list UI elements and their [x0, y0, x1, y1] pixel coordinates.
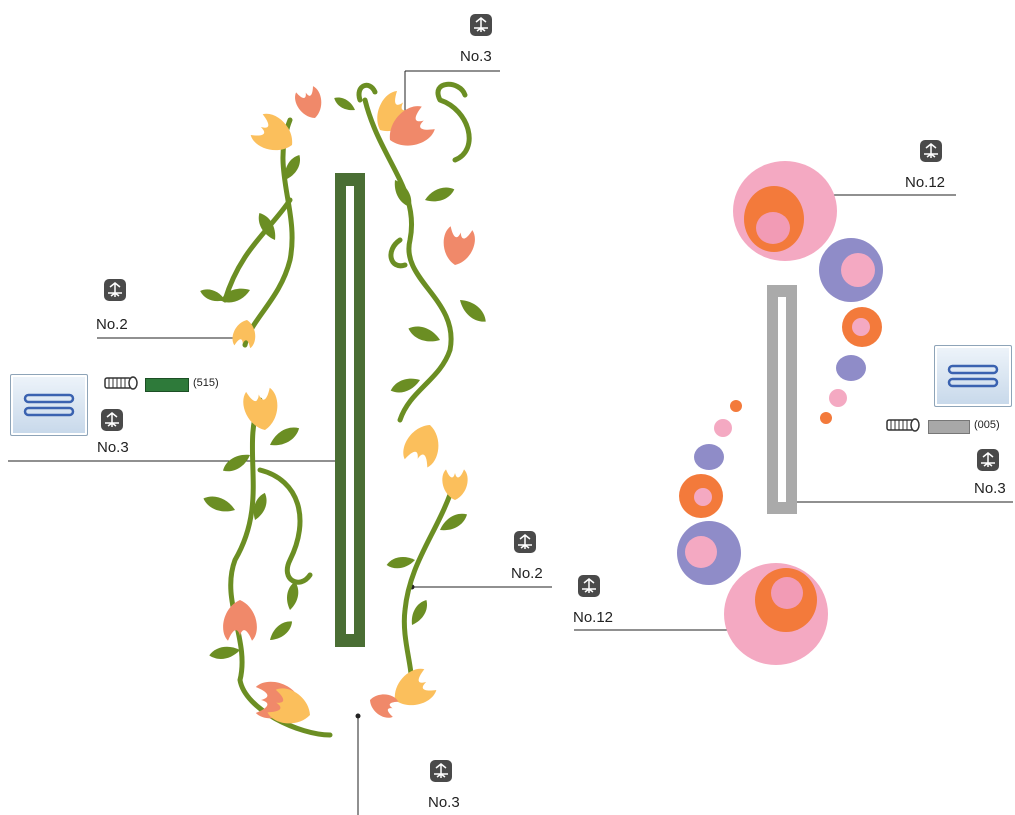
label-right-mid: No.12 — [573, 609, 614, 626]
label-mid: No.2 — [511, 565, 543, 582]
buttonhole-bar-green — [335, 173, 365, 647]
label-bottom: No.3 — [428, 794, 460, 811]
stitch-pattern-icon — [578, 575, 600, 597]
stitch-pattern-icon — [920, 140, 942, 162]
leader-lines — [8, 70, 1013, 815]
stitch-pattern-icon — [430, 760, 452, 782]
thread-number-left: (515) — [193, 377, 219, 389]
thread-spool-icon — [886, 417, 920, 438]
buttonhole-icon — [23, 393, 75, 417]
label-left-upper: No.2 — [96, 316, 128, 333]
label-right-top: No.12 — [905, 174, 946, 191]
stitch-pattern-icon — [104, 279, 126, 301]
buttonhole-button-right[interactable] — [934, 345, 1012, 407]
thread-spool-icon — [104, 375, 138, 396]
buttonhole-bar-gray — [767, 285, 797, 514]
thread-number-right: (005) — [974, 419, 1000, 431]
label-right-button: No.3 — [974, 480, 1006, 497]
stitch-pattern-icon — [514, 531, 536, 553]
thread-swatch-left — [145, 378, 189, 392]
label-left-button: No.3 — [97, 439, 129, 456]
stitch-pattern-icon — [470, 14, 492, 36]
dots-design — [677, 161, 883, 665]
thread-swatch-right — [928, 420, 970, 434]
buttonhole-button-left[interactable] — [10, 374, 88, 436]
label-top: No.3 — [460, 48, 492, 65]
stitch-pattern-icon — [101, 409, 123, 431]
stitch-pattern-icon — [977, 449, 999, 471]
buttonhole-icon — [947, 364, 999, 388]
